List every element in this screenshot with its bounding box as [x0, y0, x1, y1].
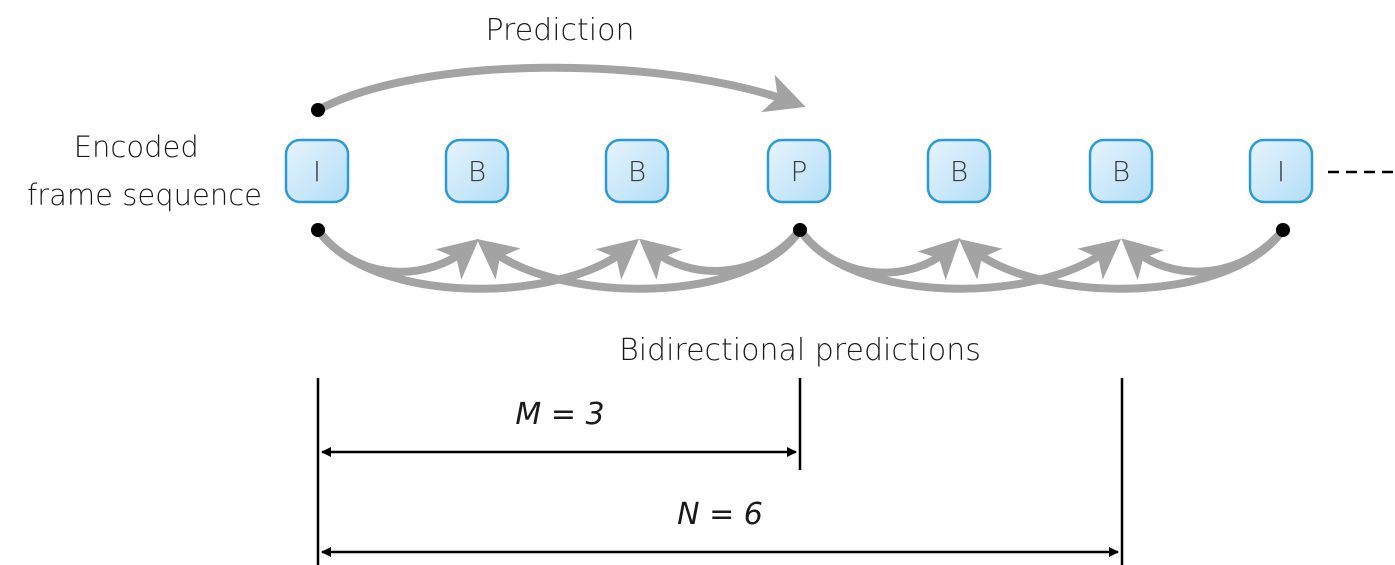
frame-5-label: B — [950, 155, 968, 188]
frame-7-label: I — [1277, 155, 1285, 188]
origin-dot-i2 — [1276, 223, 1290, 237]
frame-6-label: B — [1112, 155, 1130, 188]
arc-i2-to-b3 — [958, 226, 1287, 293]
prediction-origin-dot — [311, 103, 325, 117]
arc-p-to-b4 — [796, 226, 1122, 293]
origin-dot-i1 — [311, 223, 325, 237]
bidirectional-arrows — [314, 226, 1287, 293]
frame-1-label: I — [313, 155, 321, 188]
arc-p-to-b1 — [476, 226, 804, 293]
frame-3: B — [604, 138, 670, 204]
frame-1: I — [284, 138, 350, 204]
origin-dot-p — [793, 223, 807, 237]
frame-2-label: B — [468, 155, 486, 188]
forward-prediction-arrow — [314, 63, 806, 114]
sequence-label: Encoded frame sequence — [27, 130, 262, 212]
frame-row: I B B P B B I — [284, 138, 1314, 204]
frame-7: I — [1248, 138, 1314, 204]
frame-4: P — [766, 138, 832, 204]
frame-5: B — [926, 138, 992, 204]
sequence-label-line-2: frame sequence — [27, 178, 262, 212]
sequence-label-line-1: Encoded — [74, 130, 199, 164]
dimension-markers: M = 3 N = 6 — [316, 378, 1124, 565]
frame-3-label: B — [628, 155, 646, 188]
frame-4-label: P — [791, 155, 808, 188]
bidirectional-label: Bidirectional predictions — [619, 333, 981, 368]
n-label: N = 6 — [677, 497, 763, 532]
m-label: M = 3 — [515, 397, 604, 432]
prediction-label: Prediction — [485, 13, 634, 48]
arc-i1-to-b2 — [314, 226, 640, 293]
frame-6: B — [1088, 138, 1154, 204]
frame-2: B — [444, 138, 510, 204]
